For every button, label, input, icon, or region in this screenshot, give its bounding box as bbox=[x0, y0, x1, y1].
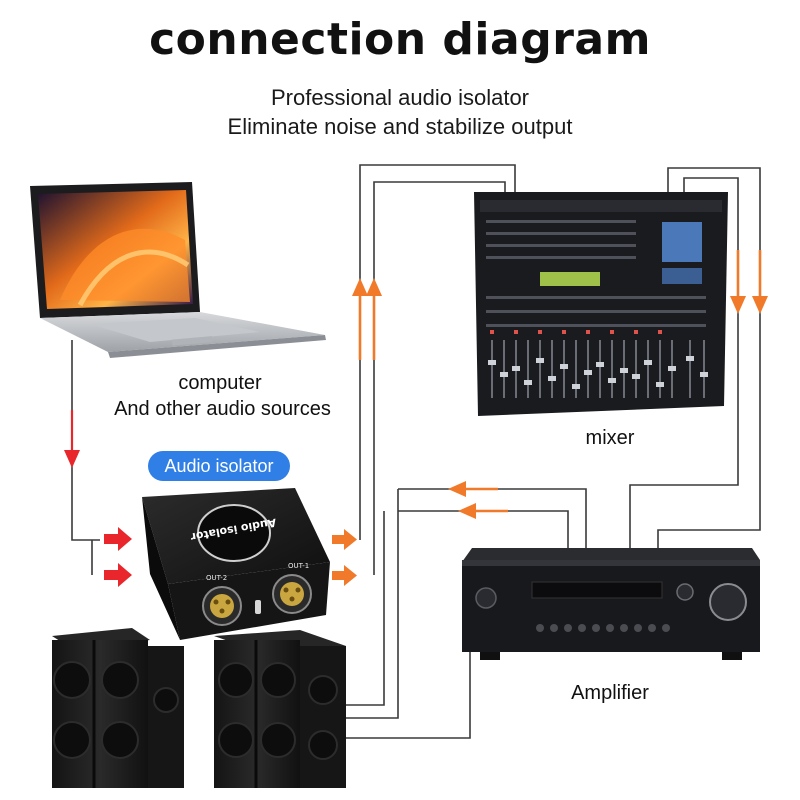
amplifier-icon bbox=[462, 548, 760, 660]
amplifier-label: Amplifier bbox=[571, 682, 649, 704]
cable-amplifier-return-2 bbox=[398, 510, 569, 548]
cable-amplifier-return-1 bbox=[398, 488, 587, 548]
cable-computer-to-isolator bbox=[71, 340, 100, 575]
orange-arrow-left-icon-1 bbox=[448, 481, 498, 497]
orange-arrow-right-icon-2 bbox=[332, 565, 357, 586]
subtitle-line-1: Professional audio isolator bbox=[270, 85, 530, 110]
switch-icon bbox=[255, 600, 261, 614]
xlr-connector-icon-left bbox=[202, 586, 242, 626]
cable-amplifier-to-speakers bbox=[346, 652, 471, 739]
signal-arrows bbox=[64, 250, 768, 587]
subtitle-line-2: Eliminate noise and stabilize output bbox=[227, 114, 573, 139]
orange-arrow-up-icon-2 bbox=[366, 278, 382, 360]
red-arrow-down-icon bbox=[64, 410, 80, 468]
mixer-icon bbox=[474, 192, 728, 416]
orange-arrow-down-icon-2 bbox=[752, 250, 768, 314]
orange-arrow-down-icon-1 bbox=[730, 250, 746, 314]
red-arrow-right-icon-2 bbox=[104, 563, 132, 587]
isolator-out-1-label: OUT-1 bbox=[288, 562, 309, 570]
cables bbox=[71, 164, 761, 739]
laptop-icon bbox=[30, 182, 326, 358]
xlr-connector-icon-right bbox=[272, 574, 312, 614]
orange-arrow-right-icon-1 bbox=[332, 529, 357, 550]
speaker-left-icon bbox=[52, 628, 184, 788]
computer-sublabel: And other audio sources bbox=[114, 398, 331, 420]
cable-mixer-to-amplifier-2 bbox=[629, 177, 739, 548]
page-title: connection diagram bbox=[149, 14, 651, 65]
cable-return-down-1 bbox=[346, 489, 399, 719]
red-arrow-right-icon-1 bbox=[104, 527, 132, 551]
audio-isolator-icon: Audio isolator OUT-2 OUT-1 bbox=[142, 488, 330, 640]
cable-isolator-to-mixer-2 bbox=[373, 181, 506, 575]
orange-arrow-up-icon-1 bbox=[352, 278, 368, 360]
speaker-right-icon bbox=[214, 630, 346, 788]
cable-mixer-to-amplifier-1 bbox=[657, 167, 761, 548]
computer-label: computer bbox=[178, 372, 262, 394]
orange-arrow-left-icon-2 bbox=[458, 503, 508, 519]
audio-isolator-badge: Audio isolator bbox=[148, 451, 290, 481]
mixer-label: mixer bbox=[585, 427, 635, 449]
cable-return-down-2 bbox=[346, 511, 385, 706]
isolator-out-2-label: OUT-2 bbox=[206, 574, 227, 582]
